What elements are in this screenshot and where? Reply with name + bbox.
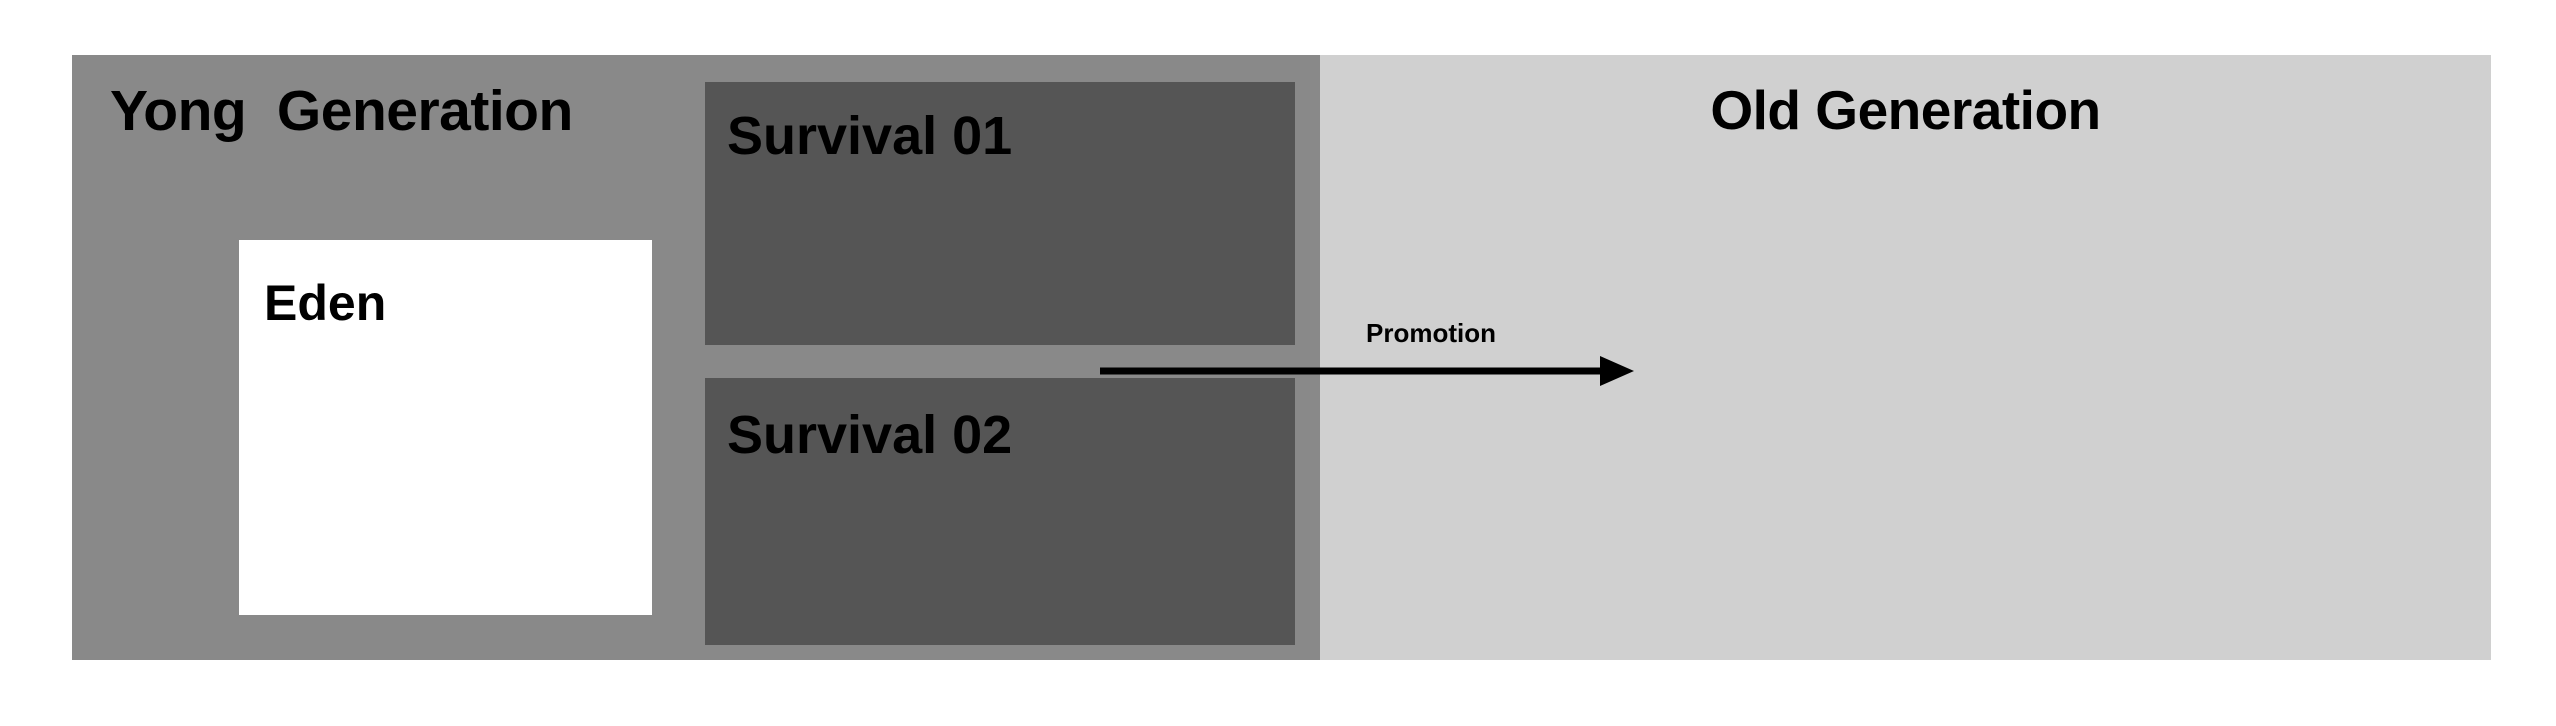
- promotion-arrow-head: [1600, 356, 1634, 386]
- eden-region-box: Eden: [239, 240, 652, 615]
- survival-01-region-box: Survival 01: [705, 82, 1295, 345]
- promotion-arrow-label: Promotion: [1366, 318, 1496, 348]
- young-generation-title: Yong Generation: [110, 79, 573, 143]
- eden-region-label: Eden: [264, 275, 387, 331]
- promotion-arrow-icon: [1100, 356, 1634, 386]
- old-generation-title: Old Generation: [1710, 79, 2101, 141]
- survival-02-region-box: Survival 02: [705, 378, 1295, 645]
- survival-01-region-label: Survival 01: [727, 106, 1013, 166]
- old-generation-panel: Old Generation: [1320, 55, 2491, 660]
- young-generation-panel: Yong Generation Eden Survival 01 Surviva…: [72, 55, 1320, 660]
- survival-02-region-label: Survival 02: [727, 405, 1013, 465]
